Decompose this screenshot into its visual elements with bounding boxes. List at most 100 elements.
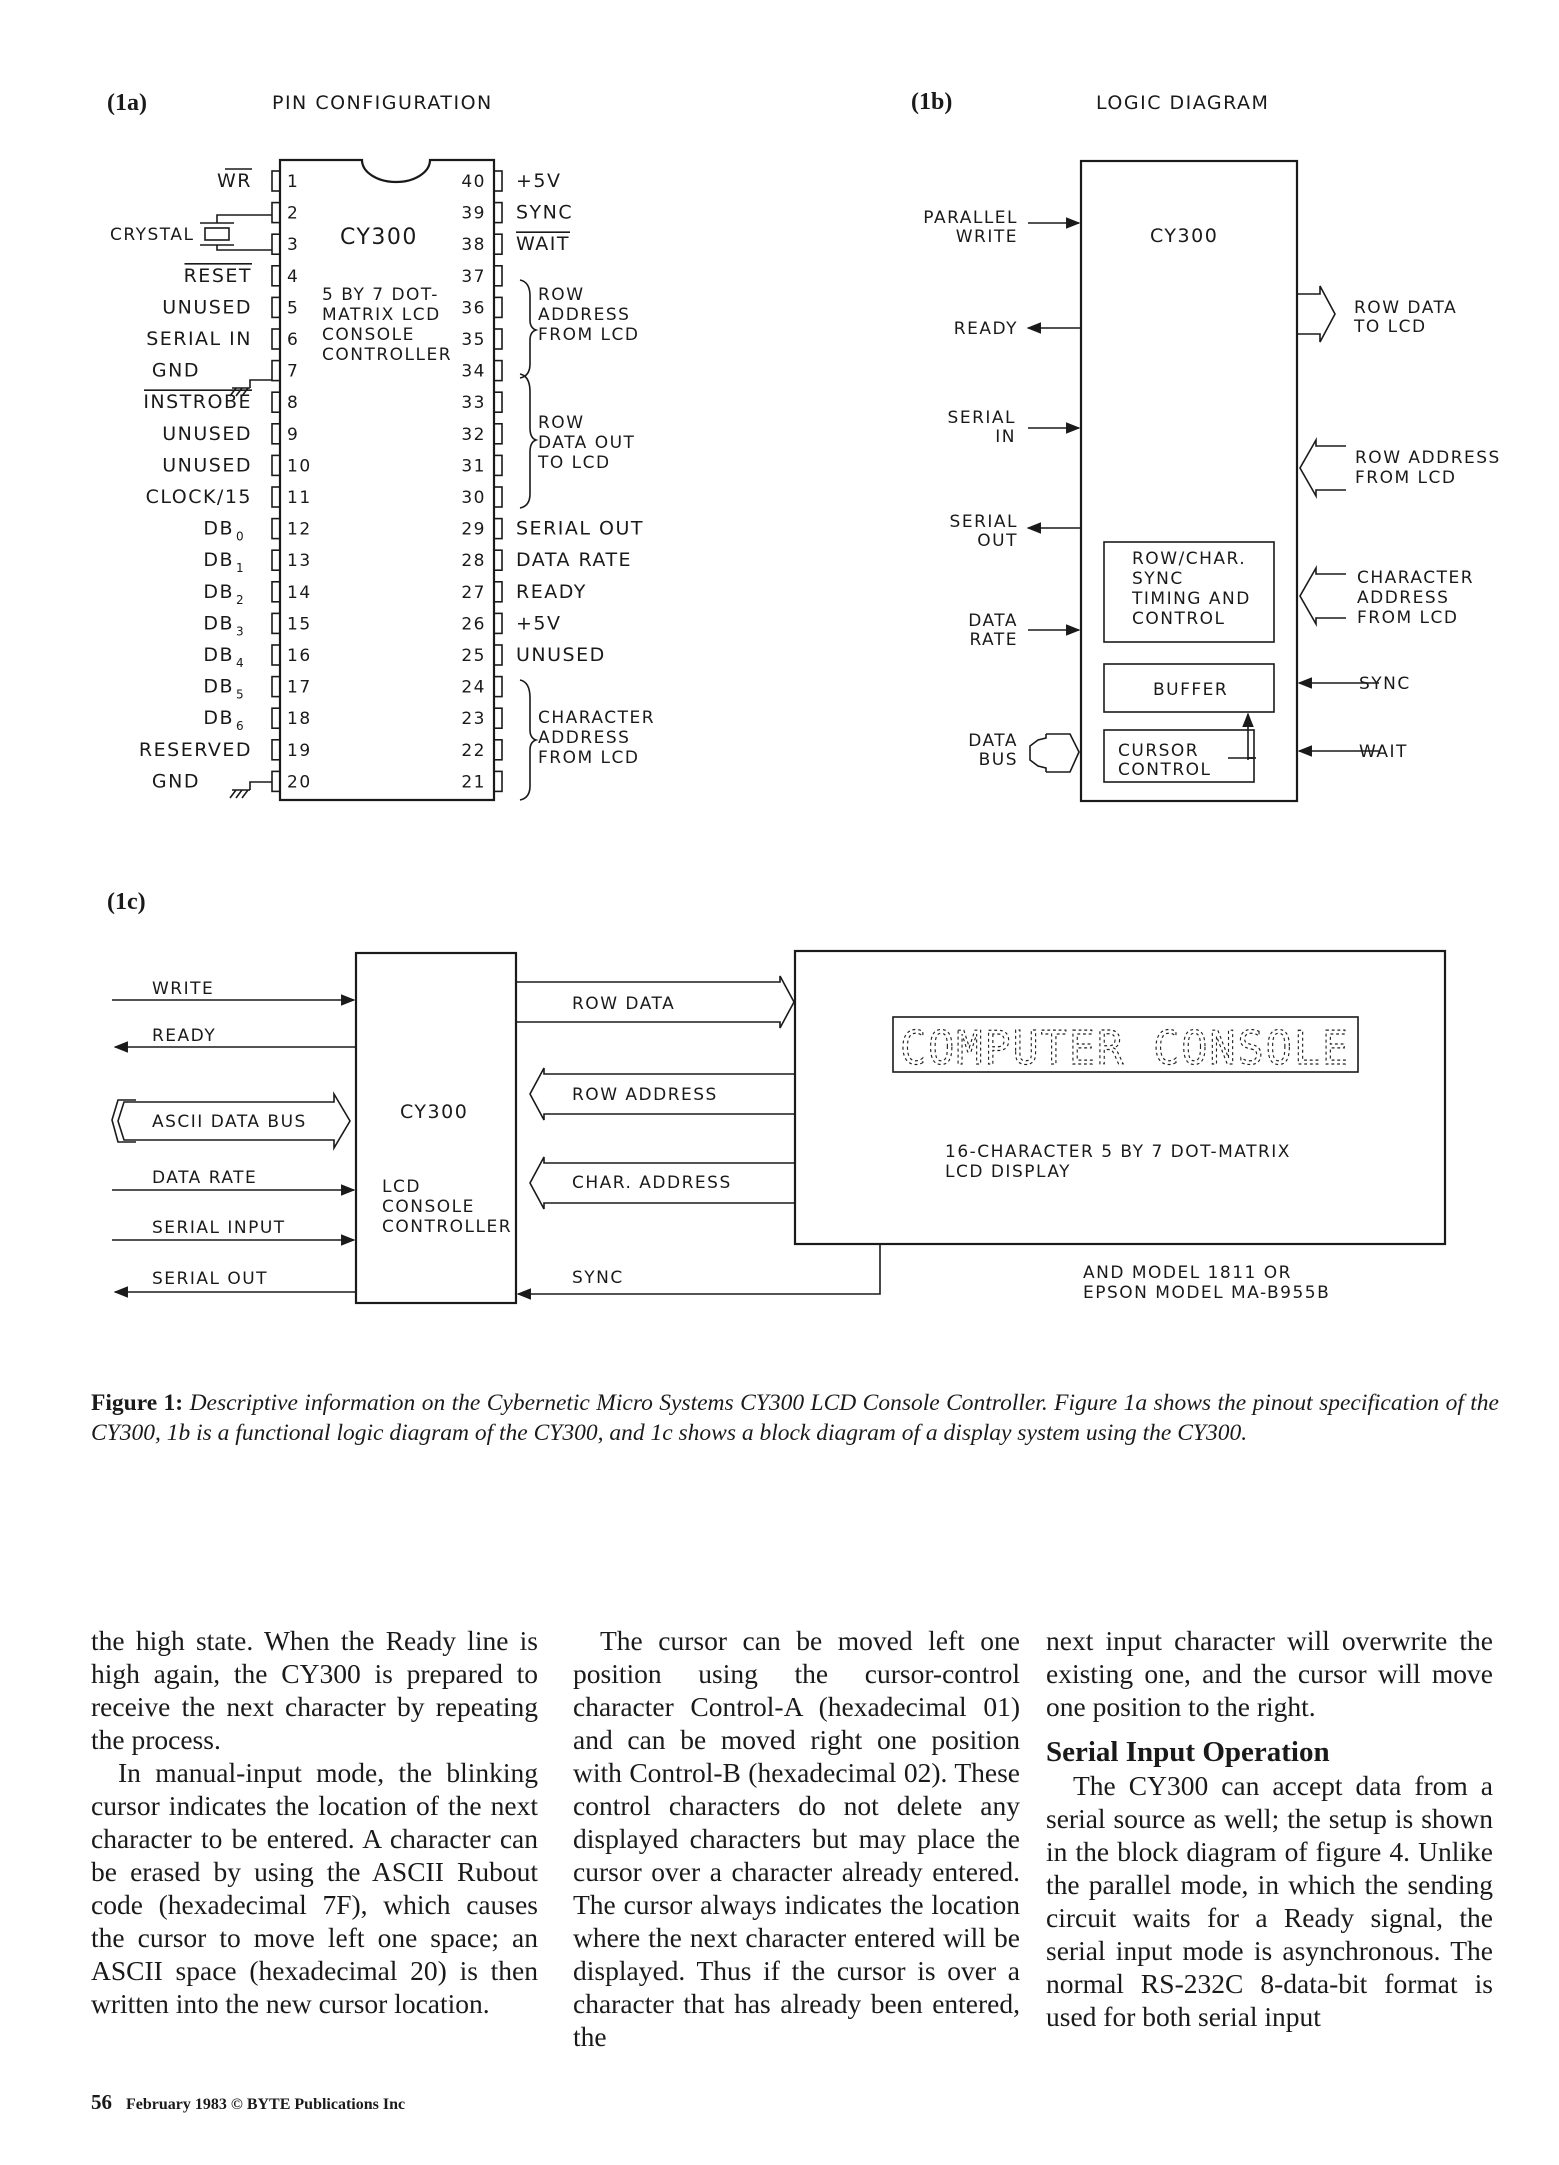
pin-number: 2 bbox=[287, 204, 299, 224]
pin-6 bbox=[271, 328, 281, 350]
row-data-arrow bbox=[1297, 285, 1336, 343]
pin-9 bbox=[271, 422, 281, 445]
chip-desc-4: CONTROLLER bbox=[322, 345, 452, 365]
pin-number: 11 bbox=[287, 488, 312, 508]
timing-1: ROW/CHAR. bbox=[1132, 549, 1246, 569]
chip-outline bbox=[278, 158, 496, 802]
brace-row-address bbox=[519, 279, 539, 379]
pin-number: 10 bbox=[287, 456, 312, 476]
pin-name: RESET bbox=[184, 265, 252, 287]
page-footer: 56 February 1983 © BYTE Publications Inc bbox=[91, 2090, 405, 2115]
pin-8 bbox=[271, 391, 281, 414]
serial-out-1: SERIAL bbox=[950, 512, 1018, 532]
char-address-1: CHARACTER bbox=[1357, 568, 1474, 588]
char-address-3: FROM LCD bbox=[1357, 608, 1458, 628]
pin-subscript: 4 bbox=[236, 656, 244, 670]
row-data-1: ROW DATA bbox=[1354, 298, 1457, 318]
ready-out: READY bbox=[954, 319, 1018, 339]
footer-text: February 1983 © BYTE Publications Inc bbox=[126, 2096, 406, 2113]
brace-row-data bbox=[519, 373, 539, 509]
pin-number: 33 bbox=[461, 393, 486, 413]
bus-char-address: CHAR. ADDRESS bbox=[572, 1173, 732, 1193]
pin-number: 15 bbox=[287, 614, 312, 634]
lcd-window bbox=[892, 1016, 1359, 1073]
pin-subscript: 6 bbox=[236, 719, 244, 733]
pin-31 bbox=[493, 454, 503, 477]
pin-subscript: 3 bbox=[236, 624, 244, 638]
serial-out-2: OUT bbox=[977, 531, 1018, 551]
chip-desc-1: 5 BY 7 DOT- bbox=[322, 285, 439, 305]
pin-number: 7 bbox=[287, 362, 299, 382]
col1-paragraph-1: the high state. When the Ready line is h… bbox=[91, 1625, 538, 1755]
ground-icon bbox=[229, 781, 272, 799]
pin-number: 24 bbox=[461, 678, 486, 698]
fig1c-block-diagram: (1c) CY300 LCD CONSOLE CONTROLLER WRITE … bbox=[107, 889, 1447, 1305]
model-note-1: AND MODEL 1811 OR bbox=[1083, 1263, 1292, 1283]
pin-27 bbox=[493, 580, 503, 603]
pin-number: 28 bbox=[461, 551, 486, 571]
text-column-2: The cursor can be moved left one positio… bbox=[573, 1624, 1020, 2053]
pin-11 bbox=[271, 486, 281, 508]
display-desc-2: LCD DISPLAY bbox=[945, 1162, 1071, 1182]
chip-desc-2: MATRIX LCD bbox=[322, 305, 441, 325]
timing-control-block bbox=[1103, 541, 1275, 643]
row-address-bus bbox=[529, 1067, 794, 1121]
pin-name: DB bbox=[203, 612, 234, 634]
pin-33 bbox=[493, 391, 503, 414]
parallel-write-2: WRITE bbox=[956, 227, 1018, 247]
chip-name: CY300 bbox=[340, 225, 418, 250]
group-row-data-1: ROW bbox=[538, 413, 585, 433]
cursor-1: CURSOR bbox=[1118, 741, 1199, 761]
pin-number: 21 bbox=[461, 772, 486, 792]
group-row-address-1: ROW bbox=[538, 285, 585, 305]
pin-name: WR bbox=[217, 170, 252, 192]
pin-number: 38 bbox=[461, 235, 486, 255]
data-rate-2: RATE bbox=[969, 630, 1018, 650]
pin-32 bbox=[493, 422, 503, 445]
pin-subscript: 0 bbox=[236, 530, 244, 544]
pin-name: UNUSED bbox=[162, 454, 252, 476]
pin-number: 27 bbox=[461, 583, 486, 603]
cursor-2: CONTROL bbox=[1118, 760, 1212, 780]
group-row-address-2: ADDRESS bbox=[538, 305, 630, 325]
sig-write: WRITE bbox=[152, 979, 214, 999]
pin-39 bbox=[493, 201, 503, 224]
pin-number: 6 bbox=[287, 330, 299, 350]
chip-desc-3: CONSOLE bbox=[322, 325, 415, 345]
pin-40 bbox=[493, 170, 503, 192]
sig-serial-input: SERIAL INPUT bbox=[152, 1218, 286, 1238]
pin-5 bbox=[271, 296, 281, 319]
pin-name: SERIAL OUT bbox=[516, 518, 644, 540]
pin-37 bbox=[493, 264, 503, 287]
fig1c-label: (1c) bbox=[107, 889, 146, 915]
fig1b-logic-diagram: (1b) LOGIC DIAGRAM CY300 ROW/CHAR. SYNC … bbox=[911, 89, 1499, 803]
pin-subscript: 1 bbox=[236, 561, 244, 575]
buffer-label: BUFFER bbox=[1153, 680, 1228, 700]
fig1a-title: PIN CONFIGURATION bbox=[272, 92, 493, 114]
model-note-2: EPSON MODEL MA-B955B bbox=[1083, 1283, 1330, 1303]
pin-number: 1 bbox=[287, 172, 299, 192]
char-address-arrow bbox=[1299, 564, 1346, 628]
pin-28 bbox=[493, 549, 503, 572]
pin-30 bbox=[493, 486, 503, 508]
pin-name: DB bbox=[203, 644, 234, 666]
buffer-block bbox=[1103, 663, 1275, 713]
pin-number: 30 bbox=[461, 488, 486, 508]
pin-18 bbox=[271, 707, 281, 730]
pin-number: 18 bbox=[287, 709, 312, 729]
cursor-control-block bbox=[1103, 729, 1255, 783]
controller-name: CY300 bbox=[400, 1101, 468, 1123]
data-bus-arrow bbox=[1029, 734, 1047, 772]
sync-input: SYNC bbox=[1359, 674, 1411, 694]
pin-name: CLOCK/15 bbox=[146, 486, 252, 508]
bus-sync: SYNC bbox=[572, 1268, 624, 1288]
ground-icon bbox=[229, 379, 272, 397]
fig1a-pin-configuration: (1a) PIN CONFIGURATION CY300 5 BY 7 DOT-… bbox=[107, 90, 654, 802]
pin-23 bbox=[493, 707, 503, 730]
page-number: 56 bbox=[91, 2090, 112, 2114]
col3-paragraph-2: The CY300 can accept data from a serial … bbox=[1046, 1770, 1493, 2032]
pin-name: GND bbox=[152, 770, 200, 792]
pin-20 bbox=[271, 770, 281, 793]
pin-21 bbox=[493, 770, 503, 793]
